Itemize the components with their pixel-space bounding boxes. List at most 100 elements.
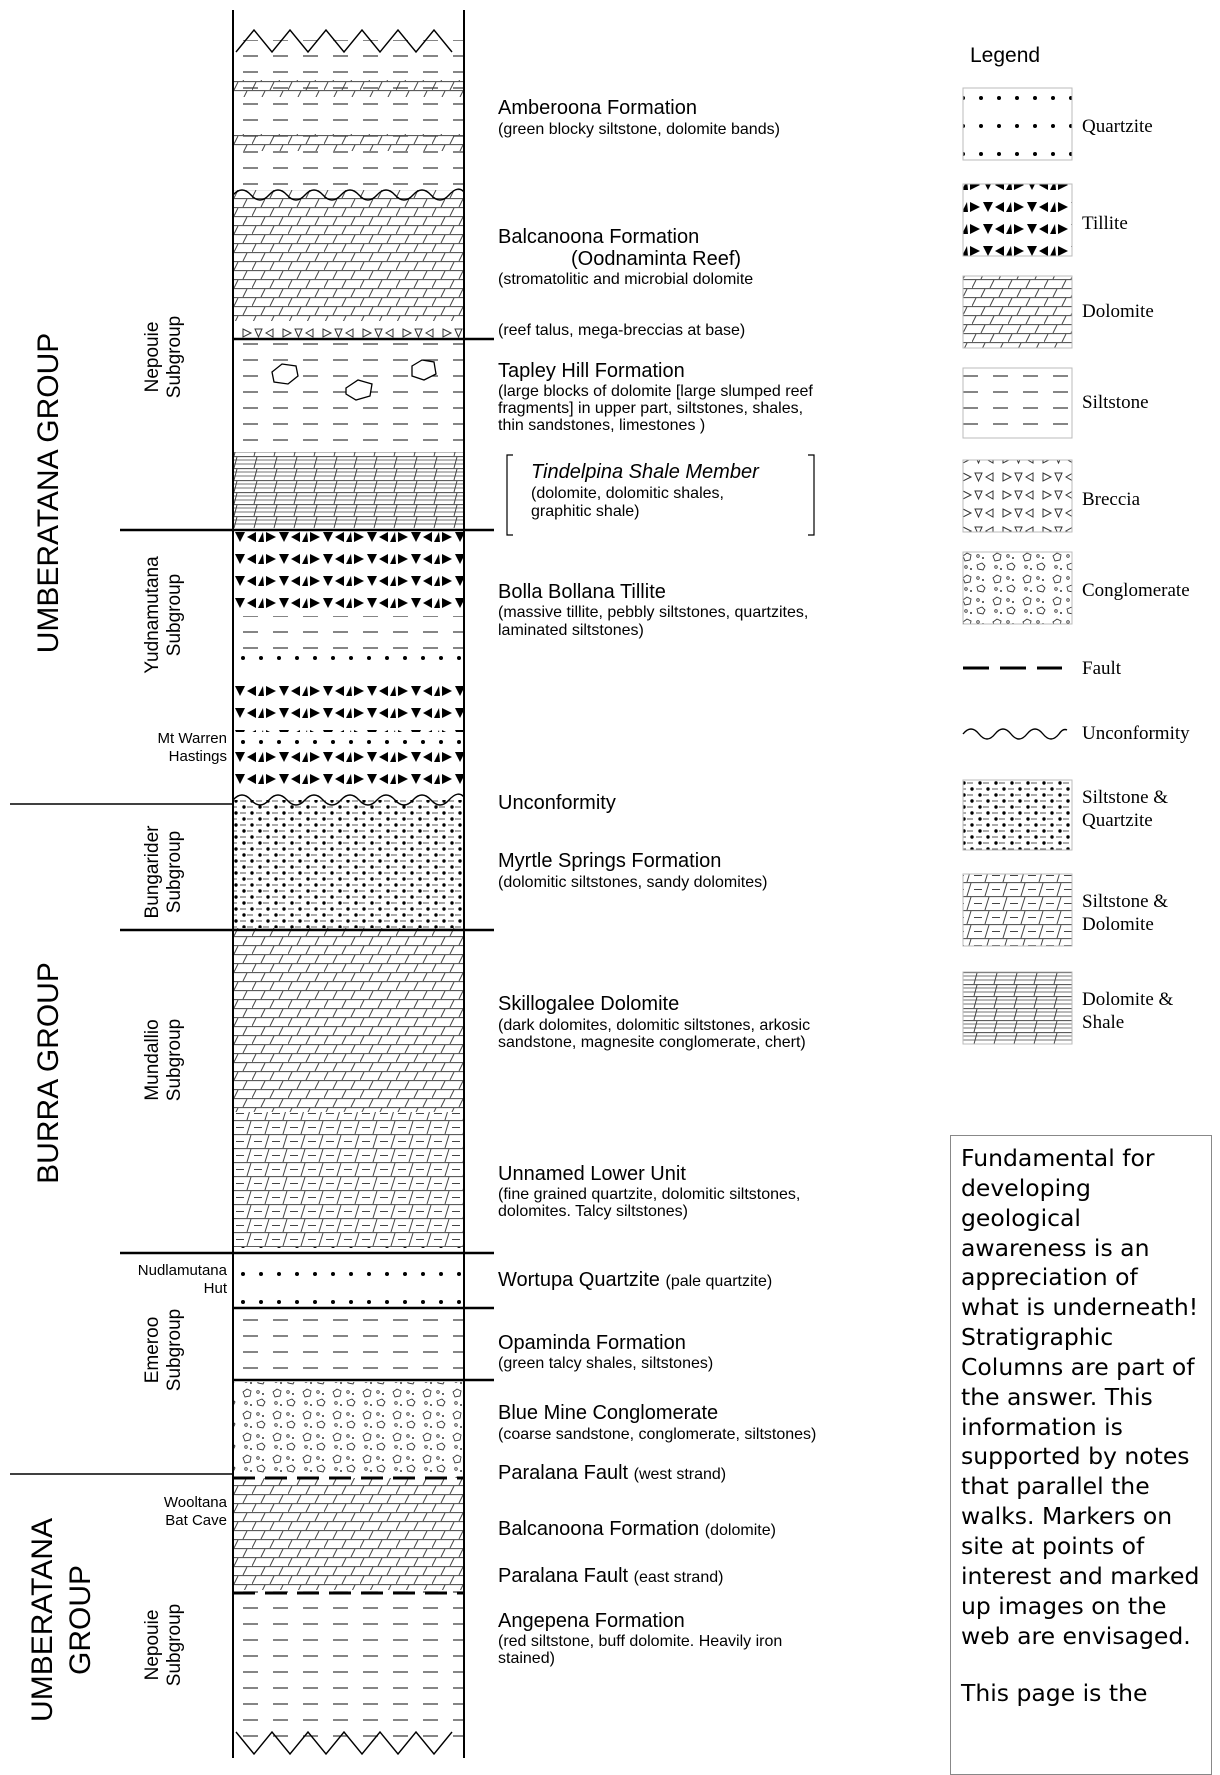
layer-bolla-tillite-lower [233, 746, 464, 796]
subgroup-nepouie-bottom-1: Nepouie [142, 1610, 163, 1681]
legend-label-quartzite: Quartzite [1082, 116, 1153, 137]
bolla-name: Bolla Bollana Tillite [498, 581, 666, 603]
layer-bolla-quartz-1 [233, 656, 464, 680]
subgroup-emeroo-1: Emeroo [142, 1317, 163, 1384]
unnamed-name: Unnamed Lower Unit [498, 1163, 686, 1185]
subgroup-nepouie-top-1: Nepouie [142, 322, 163, 393]
legend-label-unconformity: Unconformity [1082, 723, 1190, 744]
balcanoona-top-desc: (stromatolitic and microbial dolomite [498, 271, 753, 288]
layer-unnamed-lower [233, 1112, 464, 1247]
unnamed-desc-2: dolomites. Talcy siltstones) [498, 1203, 688, 1220]
column-bottom-unconformity [235, 1730, 453, 1756]
subgroup-emeroo-2: Subgroup [164, 1309, 185, 1391]
legend-label-fault: Fault [1082, 658, 1122, 679]
legend-swatch-siltstone-dolomite [962, 873, 1073, 947]
tindelpina-desc-2: graphitic shale) [531, 503, 640, 520]
balcanoona-top-name: Balcanoona Formation [498, 226, 699, 248]
angepena-desc-2: stained) [498, 1650, 555, 1667]
bluemine-desc: (coarse sandstone, conglomerate, siltsto… [498, 1426, 816, 1443]
unnamed-desc-1: (fine grained quartzite, dolomitic silts… [498, 1186, 800, 1203]
group-labels: UMBERATANA GROUP BURRA GROUP UMBERATANA … [26, 333, 97, 1722]
tindelpina-bracket-right [808, 454, 815, 536]
layer-reef-talus [233, 321, 464, 339]
layer-balcanoona-top [233, 190, 464, 321]
layer-bolla-quartz-2 [233, 732, 464, 746]
unit-descriptions: Amberoona Formation (green blocky siltst… [498, 97, 816, 1667]
skillogalee-desc-2: sandstone, magnesite conglomerate, chert… [498, 1034, 806, 1051]
legend: Legend Quartzite Tillite Dolomite Siltst… [962, 44, 1190, 1045]
group-umberatana-bottom-2: GROUP [64, 1565, 97, 1675]
subgroup-nepouie-top-2: Subgroup [164, 316, 185, 398]
paralana-east-name: Paralana Fault [498, 1565, 629, 1587]
subgroup-wooltana-1: Wooltana [164, 1494, 228, 1511]
paralana-west-paren: (west strand) [634, 1466, 726, 1483]
wortupa-paren: (pale quartzite) [666, 1273, 773, 1290]
wortupa-label: Wortupa Quartzite (pale quartzite) [498, 1269, 772, 1291]
legend-label-siltstone-quartzite-2: Quartzite [1082, 810, 1153, 831]
layer-amberoona [233, 40, 464, 190]
column-lithology [10, 10, 815, 1758]
balcanoona-bottom-name: Balcanoona Formation [498, 1518, 699, 1540]
legend-label-breccia: Breccia [1082, 489, 1141, 510]
legend-label-dolomite: Dolomite [1082, 301, 1154, 322]
myrtle-desc: (dolomitic siltstones, sandy dolomites) [498, 874, 767, 891]
layer-myrtle-springs [233, 800, 464, 928]
amberoona-desc: (green blocky siltstone, dolomite bands) [498, 121, 780, 138]
legend-swatch-tillite [962, 183, 1073, 257]
layer-bolla-siltstone [233, 616, 464, 656]
layer-bolla-tillite-upper [233, 528, 464, 616]
layer-amberoona-dolomite-band-1 [233, 80, 464, 97]
amberoona-name: Amberoona Formation [498, 97, 697, 119]
reef-talus-desc: (reef talus, mega-breccias at base) [498, 322, 745, 339]
paralana-west-name: Paralana Fault [498, 1462, 629, 1484]
myrtle-name: Myrtle Springs Formation [498, 850, 721, 872]
subgroup-nudlamutana-2: Hut [204, 1280, 228, 1297]
subgroup-bungarider-2: Subgroup [164, 831, 185, 913]
legend-swatch-conglomerate [962, 551, 1073, 625]
legend-swatch-breccia [962, 459, 1073, 533]
tapley-desc-2: fragments] in upper part, siltstones, sh… [498, 400, 803, 417]
legend-label-dolomite-shale-1: Dolomite & [1082, 989, 1174, 1010]
balcanoona-top-sub: (Oodnaminta Reef) [571, 248, 741, 270]
tindelpina-bracket-left [506, 454, 513, 536]
subgroup-mt-warren-1: Mt Warren [158, 730, 227, 747]
paralana-east-label: Paralana Fault (east strand) [498, 1565, 723, 1587]
layer-blue-mine [233, 1382, 464, 1478]
tindelpina-desc-1: (dolomite, dolomitic shales, [531, 485, 724, 502]
bolla-desc-1: (massive tillite, pebbly siltstones, qua… [498, 604, 808, 621]
unconformity-label: Unconformity [498, 792, 616, 814]
balcanoona-bottom-paren: (dolomite) [705, 1522, 776, 1539]
opaminda-name: Opaminda Formation [498, 1332, 686, 1354]
angepena-desc-1: (red siltstone, buff dolomite. Heavily i… [498, 1633, 782, 1650]
tapley-desc-1: (large blocks of dolomite [large slumped… [498, 383, 813, 400]
legend-swatch-siltstone [962, 367, 1073, 439]
legend-label-conglomerate: Conglomerate [1082, 580, 1190, 601]
wortupa-name: Wortupa Quartzite [498, 1269, 660, 1291]
subgroup-mundallio-2: Subgroup [164, 1019, 185, 1101]
subgroup-wooltana-2: Bat Cave [165, 1512, 227, 1529]
layer-amberoona-dolomite-band-2 [233, 134, 464, 151]
legend-title: Legend [970, 44, 1040, 67]
layer-opaminda [233, 1306, 464, 1382]
group-umberatana-top: UMBERATANA GROUP [32, 333, 65, 654]
legend-label-siltstone: Siltstone [1082, 392, 1149, 413]
legend-label-dolomite-shale-2: Shale [1082, 1012, 1124, 1033]
group-umberatana-bottom-1: UMBERATANA [26, 1518, 59, 1722]
subgroup-mt-warren-2: Hastings [169, 748, 227, 765]
bolla-desc-2: laminated siltstones) [498, 622, 644, 639]
layer-wortupa [233, 1247, 464, 1306]
bluemine-name: Blue Mine Conglomerate [498, 1402, 718, 1424]
reef-block-3 [411, 359, 437, 381]
explanatory-note: Fundamental for developing geological aw… [950, 1135, 1212, 1775]
legend-swatch-quartzite [962, 87, 1073, 161]
layer-angepena [233, 1590, 464, 1748]
group-burra: BURRA GROUP [32, 962, 65, 1184]
legend-swatch-unconformity [962, 728, 1068, 740]
note-paragraph-1: Fundamental for developing geological aw… [961, 1144, 1200, 1650]
tapley-name: Tapley Hill Formation [498, 360, 685, 382]
subgroup-yudnamutana-2: Subgroup [164, 574, 185, 656]
tapley-desc-3: thin sandstones, limestones ) [498, 417, 705, 434]
skillogalee-desc-1: (dark dolomites, dolomitic siltstones, a… [498, 1017, 810, 1034]
layer-tindelpina [233, 452, 464, 528]
legend-label-siltstone-quartzite-1: Siltstone & [1082, 787, 1168, 808]
